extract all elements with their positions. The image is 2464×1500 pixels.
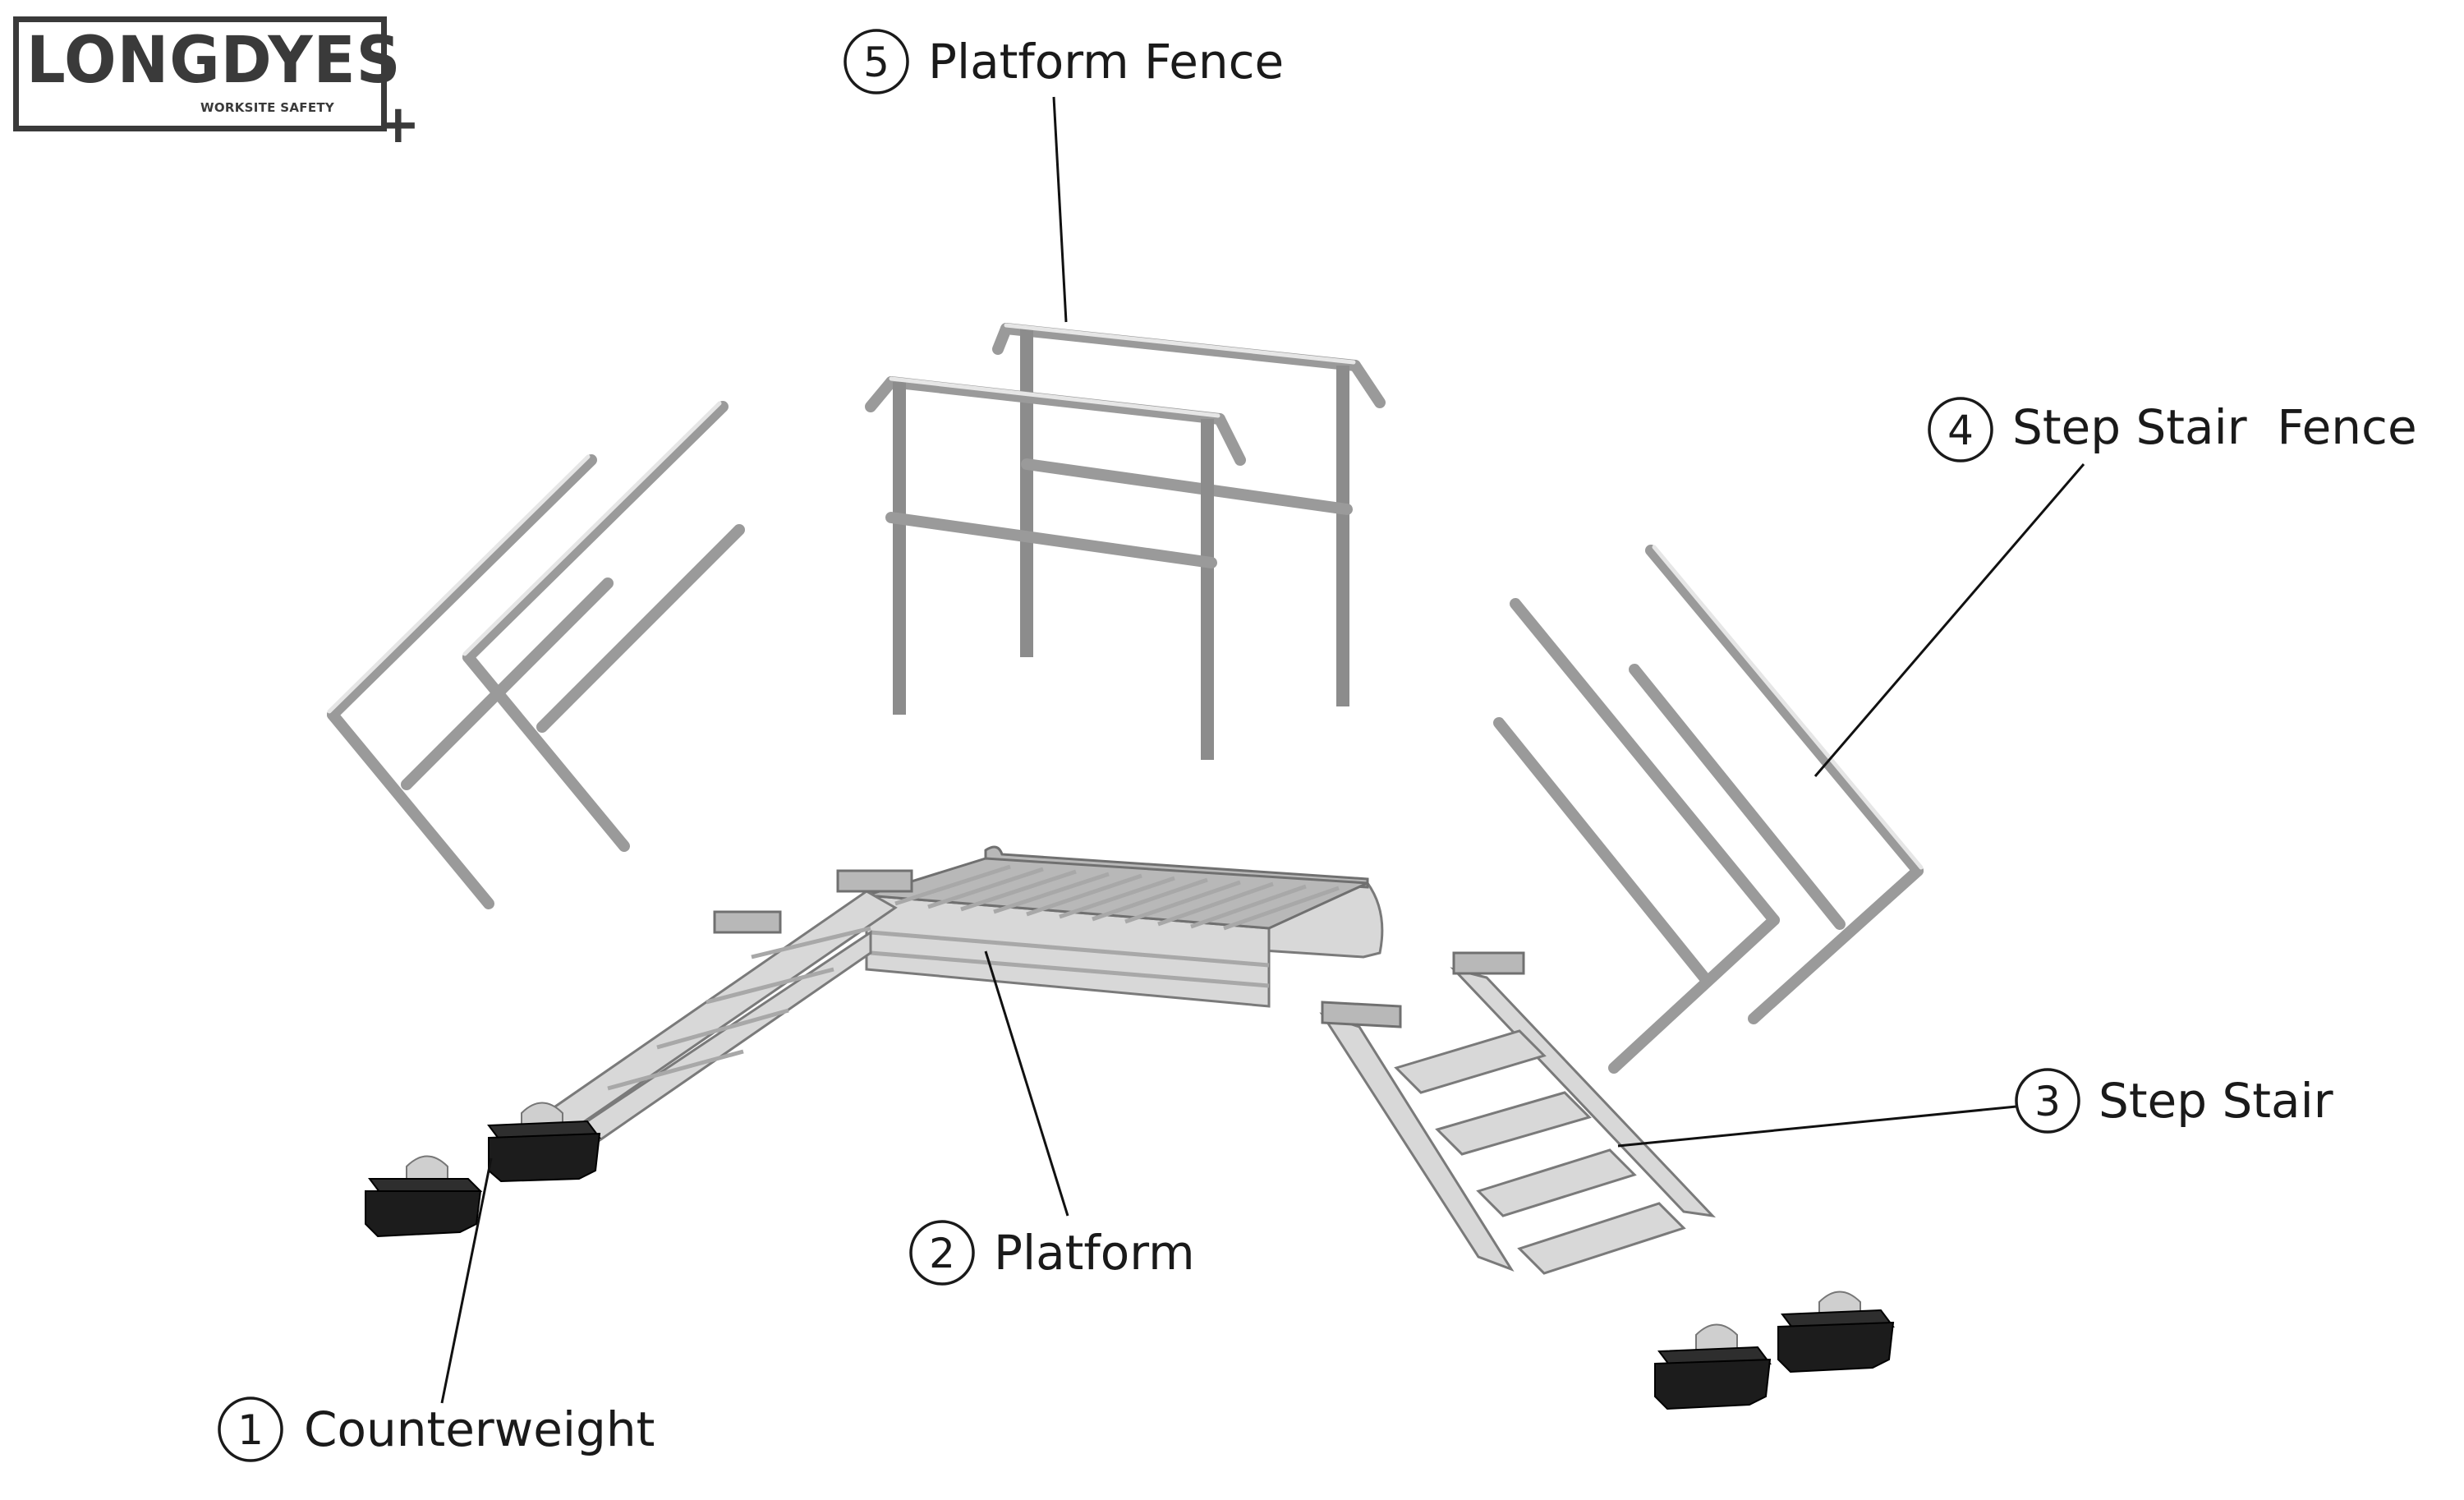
callout-number: 1 <box>237 1406 264 1454</box>
callout-number-ring <box>1928 397 1993 462</box>
left-stair-fence <box>327 401 745 909</box>
callout-platform: 2 Platform <box>909 1220 1195 1286</box>
callout-platform-fence: 5 Platform Fence <box>844 29 1284 94</box>
callout-counterweight: 1 Counterweight <box>218 1396 655 1462</box>
right-stair-fence <box>1493 545 1924 1074</box>
leader-line-platform <box>984 950 1069 1217</box>
callout-label: Platform Fence <box>928 34 1284 90</box>
leader-line-step-stair <box>1617 1105 2017 1148</box>
left-stair <box>531 869 913 1148</box>
leader-line-platform-fence <box>1052 96 1068 323</box>
brand-logo: LONGDYES WORKSITE SAFETY + <box>13 16 421 151</box>
leader-line-counterweight <box>440 1157 493 1404</box>
platform-fence <box>865 323 1386 760</box>
logo-frame <box>13 16 387 131</box>
step-stair <box>1319 951 1717 1275</box>
logo-wordmark: LONGDYES <box>26 24 402 98</box>
callout-label: Platform <box>994 1225 1195 1281</box>
counterweight-right-b <box>1777 1291 1895 1373</box>
logo-tagline: WORKSITE SAFETY <box>200 100 335 115</box>
callout-number-ring <box>844 29 909 94</box>
callout-number: 5 <box>863 39 890 86</box>
callout-number-ring <box>2015 1068 2080 1134</box>
callout-number-ring <box>909 1220 975 1286</box>
leader-line-step-stair-fence <box>1814 463 2085 777</box>
callout-number: 2 <box>929 1230 955 1277</box>
logo-plus-icon: + <box>376 94 421 155</box>
callout-label: Step Stair <box>2099 1073 2333 1129</box>
callout-step-stair-fence: 4 Step Stair Fence <box>1928 397 2417 462</box>
callout-number: 3 <box>2034 1078 2061 1125</box>
callout-label: Counterweight <box>304 1401 655 1457</box>
callout-number-ring <box>218 1396 283 1462</box>
callout-number: 4 <box>1947 407 1974 454</box>
counterweight-right-a <box>1654 1323 1772 1410</box>
callout-label: Step Stair Fence <box>2012 399 2417 455</box>
platform <box>865 845 1384 1008</box>
callout-step-stair: 3 Step Stair <box>2015 1068 2333 1134</box>
platform-slats <box>894 864 1340 931</box>
counterweight-left-a <box>365 1155 483 1238</box>
